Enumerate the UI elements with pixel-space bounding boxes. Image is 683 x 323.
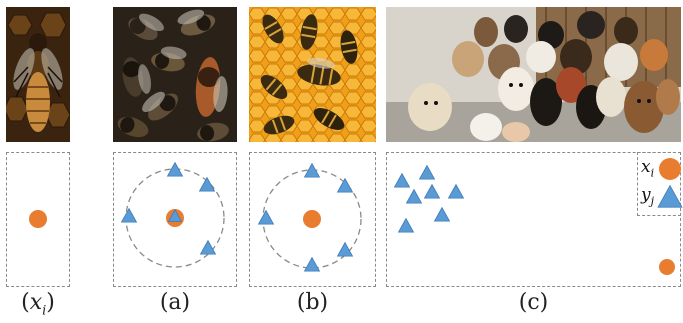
- triangle-b-5: [303, 256, 321, 272]
- photo-dogs-group: [386, 7, 681, 142]
- triangle-c-2: [418, 164, 436, 180]
- caption-b: (b): [296, 290, 329, 315]
- point-x-c: [659, 259, 675, 275]
- triangle-a-1: [166, 161, 184, 177]
- triangle-c-7: [433, 206, 451, 222]
- legend-triangle: [657, 184, 683, 208]
- photo-single-bee: [6, 7, 70, 142]
- triangle-b-3: [257, 209, 275, 225]
- triangle-a-3: [120, 207, 138, 223]
- triangle-a-4: [199, 239, 217, 255]
- photo-bee-cluster: [113, 7, 237, 142]
- panel-b: [249, 152, 376, 287]
- point-x-b: [303, 210, 321, 228]
- triangle-b-4: [336, 241, 354, 257]
- triangle-c-4: [423, 183, 441, 199]
- caption-a: (a): [159, 290, 191, 315]
- triangle-c-3: [405, 188, 423, 204]
- point-x-i: [29, 210, 47, 228]
- legend-x-label: xi: [641, 157, 655, 180]
- caption-xi: (xi): [21, 290, 55, 319]
- triangle-c-1: [393, 172, 411, 188]
- triangle-c-6: [397, 217, 415, 233]
- panel-single-point: [6, 152, 70, 287]
- triangle-a-center: [167, 208, 183, 222]
- triangle-b-2: [336, 177, 354, 193]
- legend-box: [637, 152, 681, 216]
- panel-c: [386, 152, 681, 287]
- caption-c: (c): [518, 290, 549, 315]
- legend-circle: [659, 158, 681, 180]
- legend-y-label: yj: [641, 185, 655, 208]
- panel-a: [113, 152, 237, 287]
- triangle-c-5: [447, 183, 465, 199]
- photo-bees-honeycomb: [249, 7, 376, 142]
- triangle-a-2: [198, 176, 216, 192]
- triangle-b-1: [303, 162, 321, 178]
